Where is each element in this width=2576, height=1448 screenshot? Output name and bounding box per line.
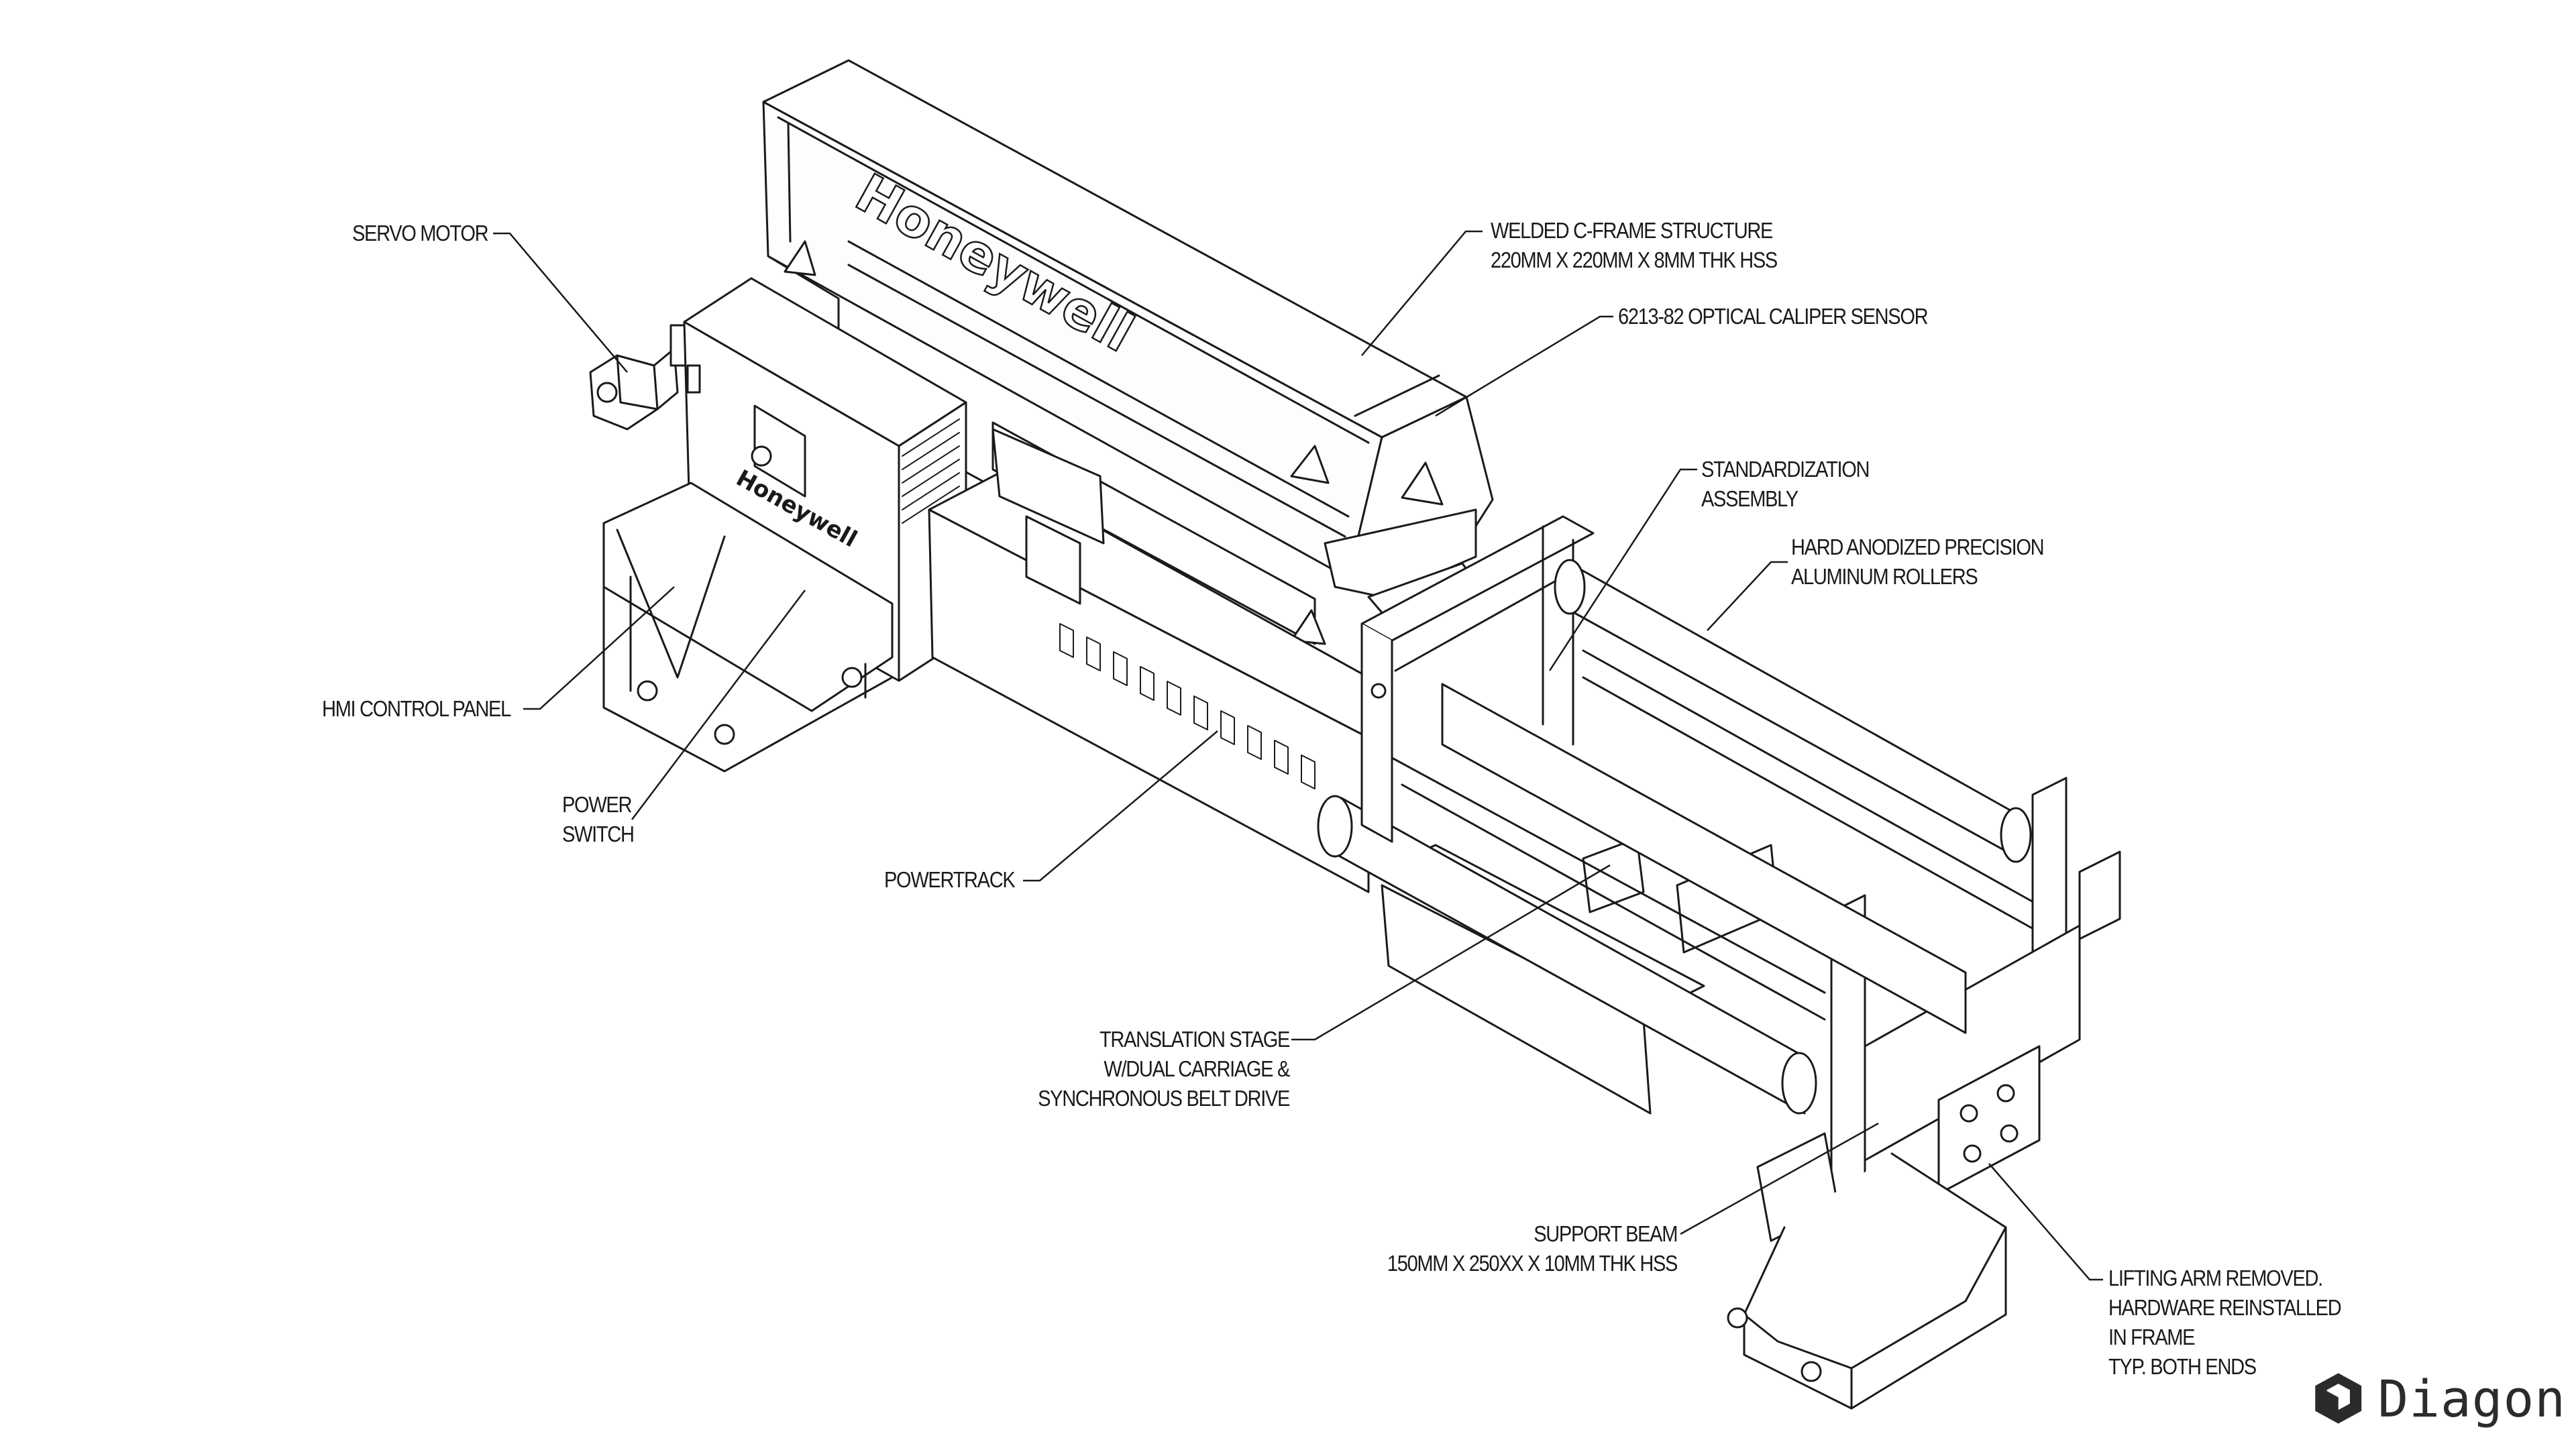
hmi-control-panel [602,277,967,773]
label-power-switch: POWER SWITCH [562,792,635,846]
leader-lifting-arm [1988,1163,2103,1281]
leader-rollers [1707,561,1788,631]
diagon-logo-icon [2315,1373,2362,1424]
leader-support-beam [1680,1122,1879,1235]
leader-optical-caliper [1435,315,1613,417]
label-optical-caliper: 6213-82 OPTICAL CALIPER SENSOR [1618,304,1929,329]
leader-servo-motor [493,232,628,373]
leader-hmi-control-panel [523,586,675,710]
label-hmi-control-panel: HMI CONTROL PANEL [322,696,511,721]
rear-roller [1554,559,2041,934]
servo-motor [589,324,691,431]
leader-welded-c-frame [1361,230,1483,356]
end-frame [1830,777,2121,1225]
label-powertrack: POWERTRACK [884,867,1016,892]
support-beam [1441,683,2007,1410]
leader-powertrack [1023,730,1218,882]
label-translation-stage: TRANSLATION STAGE W/DUAL CARRIAGE & SYNC… [1038,1027,1290,1111]
diagon-wordmark: Diagon [2377,1368,2566,1429]
front-roller [1317,757,1826,1115]
leader-standardization [1548,468,1697,671]
diagon-watermark: Diagon [2311,1361,2566,1435]
leader-power-switch [631,590,806,820]
label-support-beam: SUPPORT BEAM 150MM X 250XX X 10MM THK HS… [1387,1221,1678,1276]
standardization-assembly [1360,515,1595,843]
label-rollers: HARD ANODIZED PRECISION ALUMINUM ROLLERS [1791,535,2045,589]
label-standardization: STANDARDIZATION ASSEMBLY [1701,457,1870,511]
label-lifting-arm: LIFTING ARM REMOVED. HARDWARE REINSTALLE… [2108,1266,2342,1379]
label-welded-c-frame: WELDED C-FRAME STRUCTURE 220MM X 220MM X… [1491,218,1778,272]
leader-translation-stage [1291,864,1611,1041]
label-servo-motor: SERVO MOTOR [352,221,489,245]
